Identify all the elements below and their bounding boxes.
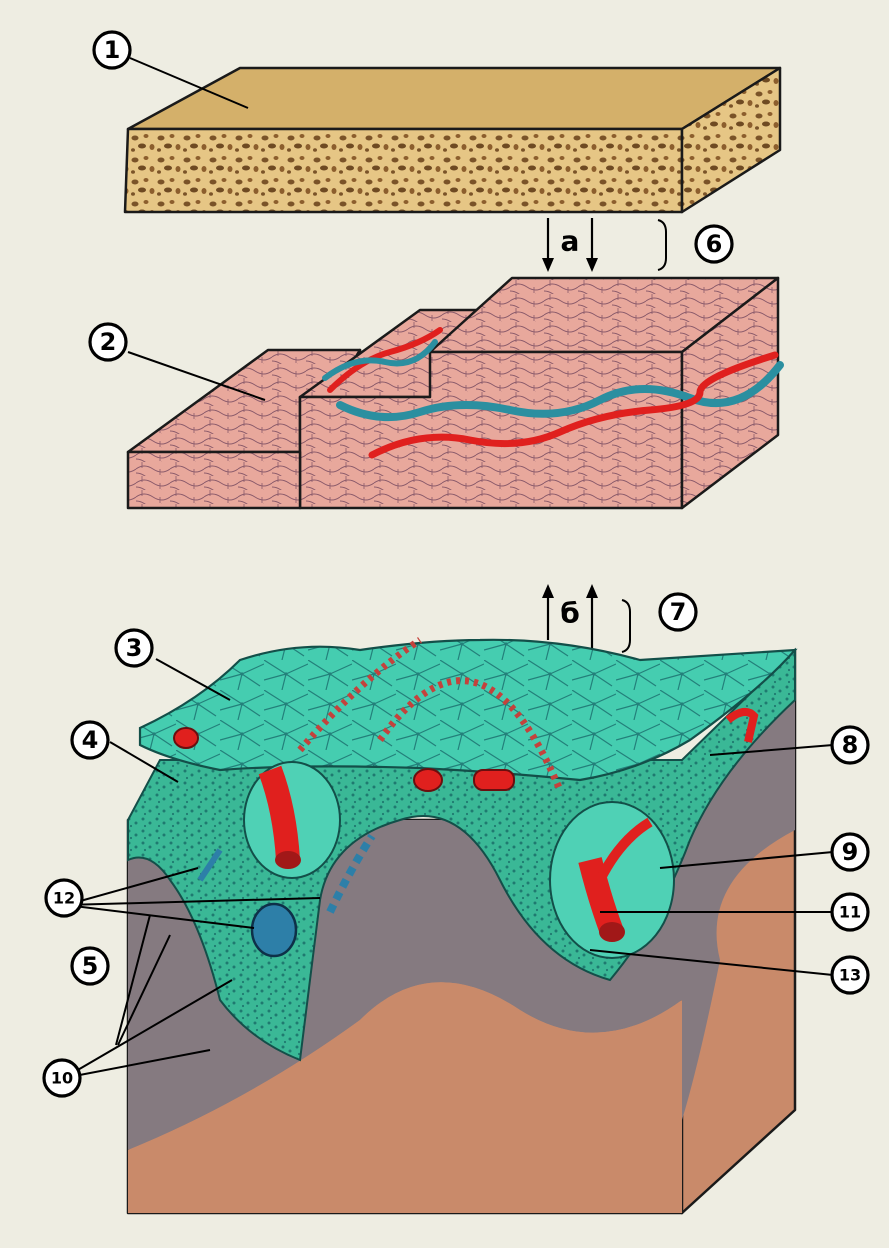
callout-10: 10 <box>44 1060 80 1096</box>
callout-2-label: 2 <box>100 328 117 356</box>
vessel-red-left-end <box>275 851 301 869</box>
callout-10-label: 10 <box>51 1069 73 1088</box>
block-1-front-face <box>125 129 682 212</box>
callout-12: 12 <box>46 880 82 916</box>
callout-9-label: 9 <box>842 838 859 866</box>
callout-11: 11 <box>832 894 868 930</box>
vessel-red-top-1 <box>174 728 198 748</box>
callout-4-label: 4 <box>82 726 99 754</box>
vessel-red-right-end <box>599 922 625 942</box>
vessel-blue-oval <box>252 904 296 956</box>
callout-13-label: 13 <box>839 966 861 985</box>
callout-3: 3 <box>116 630 152 666</box>
block-1 <box>125 68 780 212</box>
callout-5-label: 5 <box>82 952 99 980</box>
arrow-label-b: б <box>560 597 580 630</box>
callout-5: 5 <box>72 948 108 984</box>
callout-11-label: 11 <box>839 903 861 922</box>
callout-8-label: 8 <box>842 731 859 759</box>
callout-3-label: 3 <box>126 634 143 662</box>
bracket-6 <box>658 220 666 270</box>
arrow-label-a: а <box>561 225 580 258</box>
callout-6-label: 6 <box>706 230 723 258</box>
block-2 <box>128 278 780 508</box>
callout-7: 7 <box>660 594 696 630</box>
vessel-red-top-3 <box>474 770 514 790</box>
arrows-b: б <box>542 584 630 652</box>
callout-2: 2 <box>90 324 126 360</box>
callout-13: 13 <box>832 957 868 993</box>
vessel-red-top-2 <box>414 769 442 791</box>
callout-1: 1 <box>94 32 130 68</box>
callout-6: 6 <box>696 226 732 262</box>
callout-12-label: 12 <box>53 889 75 908</box>
arrows-a: а <box>542 218 666 272</box>
callout-9: 9 <box>832 834 868 870</box>
callout-7-label: 7 <box>670 598 687 626</box>
callout-4: 4 <box>72 722 108 758</box>
block-3 <box>128 640 795 1213</box>
callout-1-label: 1 <box>104 36 121 64</box>
bracket-7 <box>622 600 630 652</box>
block-2-front-left <box>128 452 300 508</box>
callout-8: 8 <box>832 727 868 763</box>
